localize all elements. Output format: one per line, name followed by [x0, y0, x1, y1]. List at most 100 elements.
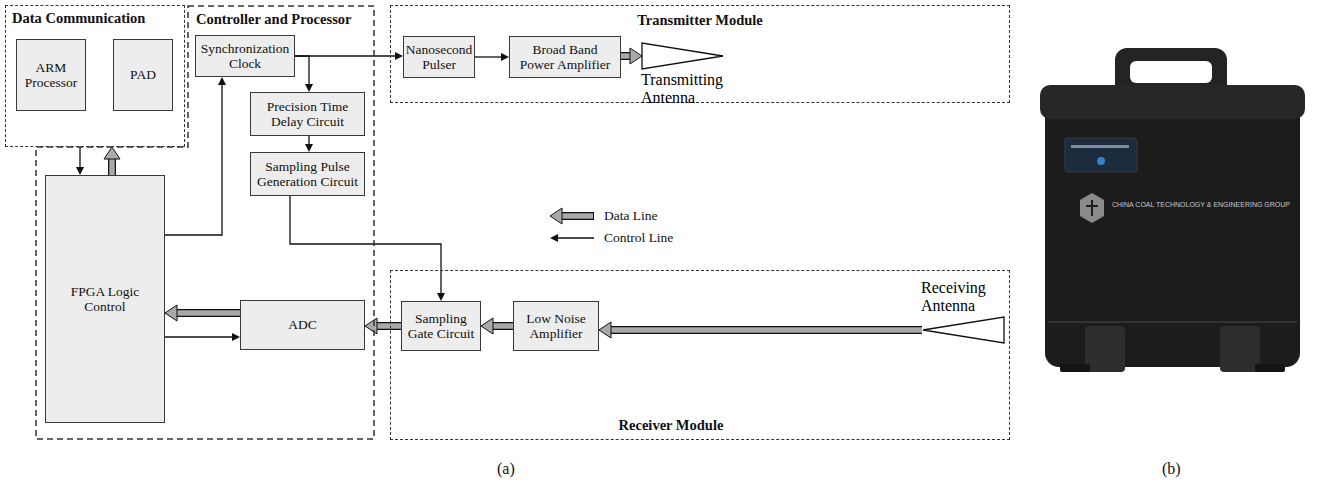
arrow-head: [76, 167, 84, 175]
box-label: Low Noise Amplifier: [519, 311, 593, 341]
legend-sample: [548, 229, 596, 247]
control-line-arrow: [165, 77, 226, 235]
box-label: Sampling Gate Circuit: [407, 311, 475, 341]
horn-antenna-shape: [921, 315, 1005, 345]
arrow-outline: [492, 322, 513, 330]
process-box: Sampling Gate Circuit: [401, 301, 481, 351]
process-box: Precision Time Delay Circuit: [250, 92, 365, 136]
module-title: Data Communication: [6, 6, 184, 27]
arrow-head: [365, 318, 377, 334]
dashed-module-region: Data CommunicationARM Processor PAD: [5, 5, 185, 147]
case-foot: [1060, 364, 1090, 372]
arrow-head: [232, 333, 240, 341]
legend-row: Data Line: [548, 205, 673, 227]
control-line-arrow: [295, 56, 313, 92]
case-body: [1045, 92, 1300, 367]
case-seam: [1048, 321, 1297, 323]
process-box: ADC: [240, 300, 365, 350]
subfigure-label: (b): [1162, 460, 1181, 478]
antenna-symbol: Transmitting Antenna: [641, 41, 725, 103]
horn-outline: [923, 317, 1004, 343]
arrow-fill: [610, 327, 922, 333]
arrow-head: [395, 52, 403, 60]
process-box: PAD: [113, 39, 173, 111]
box-label: Nanosecond Pulser: [406, 42, 473, 72]
process-box: FPGA Logic Control: [45, 175, 165, 423]
box-label: Synchronization Clock: [201, 41, 289, 71]
arrow-fill: [492, 323, 513, 329]
box-label: Sampling Pulse Generation Circuit: [256, 159, 359, 189]
legend: Data LineControl Line: [548, 205, 673, 249]
box-label: Broad Band Power Amplifier: [515, 42, 615, 72]
control-line-arrow: [165, 333, 240, 341]
box-label: FPGA Logic Control: [51, 284, 159, 314]
control-line-arrow: [290, 196, 445, 301]
arrow-line: [295, 55, 396, 56]
arrow-line: [475, 56, 502, 57]
arrow-fill: [109, 158, 115, 175]
case-foot: [1255, 364, 1285, 372]
arrow-outline: [108, 158, 116, 175]
case-logo-inner: [1086, 200, 1098, 216]
legend-text: Control Line: [604, 230, 673, 246]
arrow-fill: [176, 310, 240, 316]
control-line-arrow: [475, 53, 509, 61]
arrow-line: [295, 56, 309, 85]
control-line-arrow: [305, 136, 313, 152]
arrow-outline: [610, 326, 922, 334]
process-box: ARM Processor: [16, 39, 86, 111]
data-line-arrow: [165, 305, 240, 321]
dashed-module-region: Receiver Module Sampling Gate Circuit Low …: [390, 270, 1010, 440]
equipment-case-photo: [1030, 30, 1315, 390]
process-box: Synchronization Clock: [195, 35, 295, 77]
brand-text: CHINA COAL TECHNOLOGY & ENGINEERING GROU…: [1112, 201, 1290, 208]
process-box: Low Noise Amplifier: [513, 301, 599, 351]
arrow-head: [104, 147, 120, 159]
control-line-arrow: [76, 147, 84, 175]
arrow-line: [165, 84, 222, 235]
arrow-fill: [376, 323, 401, 329]
arrow-head: [305, 144, 313, 152]
arrow-line: [290, 196, 441, 294]
box-label: ADC: [288, 317, 317, 332]
box-label: PAD: [130, 67, 156, 82]
case-lid-ridge: [1040, 85, 1305, 119]
arrow-head: [630, 48, 642, 64]
case-sticker-line: [1071, 145, 1129, 148]
module-title: Transmitter Module: [391, 6, 1009, 29]
process-box: Broad Band Power Amplifier: [509, 36, 621, 78]
arrow-head: [305, 84, 313, 92]
dashed-module-region: Controller and ProcessorSynchronization …: [35, 5, 375, 440]
arrow-head: [165, 305, 177, 321]
module-title: Receiver Module: [571, 417, 771, 439]
module-title: Controller and Processor: [196, 5, 366, 28]
process-box: Sampling Pulse Generation Circuit: [250, 152, 365, 196]
data-line-arrow: [481, 318, 513, 334]
arrow-head: [599, 322, 611, 338]
case-handle-hole: [1130, 61, 1212, 83]
data-line-arrow: [621, 48, 642, 64]
legend-text: Data Line: [604, 208, 658, 224]
arrow-head: [501, 53, 509, 61]
case-sticker: [1065, 138, 1137, 172]
antenna-label: Transmitting Antenna: [641, 71, 725, 107]
case-logo: [1080, 193, 1104, 223]
arrow-outline: [176, 309, 240, 317]
arrow-head: [437, 293, 445, 301]
process-box: Nanosecond Pulser: [403, 36, 475, 78]
arrow-line: [308, 136, 309, 145]
arrow-line: [79, 147, 80, 168]
data-line-arrow: [599, 322, 922, 338]
antenna-label: Receiving Antenna: [921, 279, 1005, 315]
control-line-arrow: [295, 52, 403, 60]
subfigure-label: (a): [497, 460, 515, 478]
box-label: Precision Time Delay Circuit: [256, 99, 359, 129]
legend-sample: [548, 207, 596, 225]
dashed-outline: [36, 6, 374, 439]
data-line-arrow: [365, 318, 401, 334]
case-latch: [1085, 326, 1125, 372]
legend-row: Control Line: [548, 227, 673, 249]
arrow-outline: [376, 322, 401, 330]
data-line-arrow: [104, 147, 120, 175]
